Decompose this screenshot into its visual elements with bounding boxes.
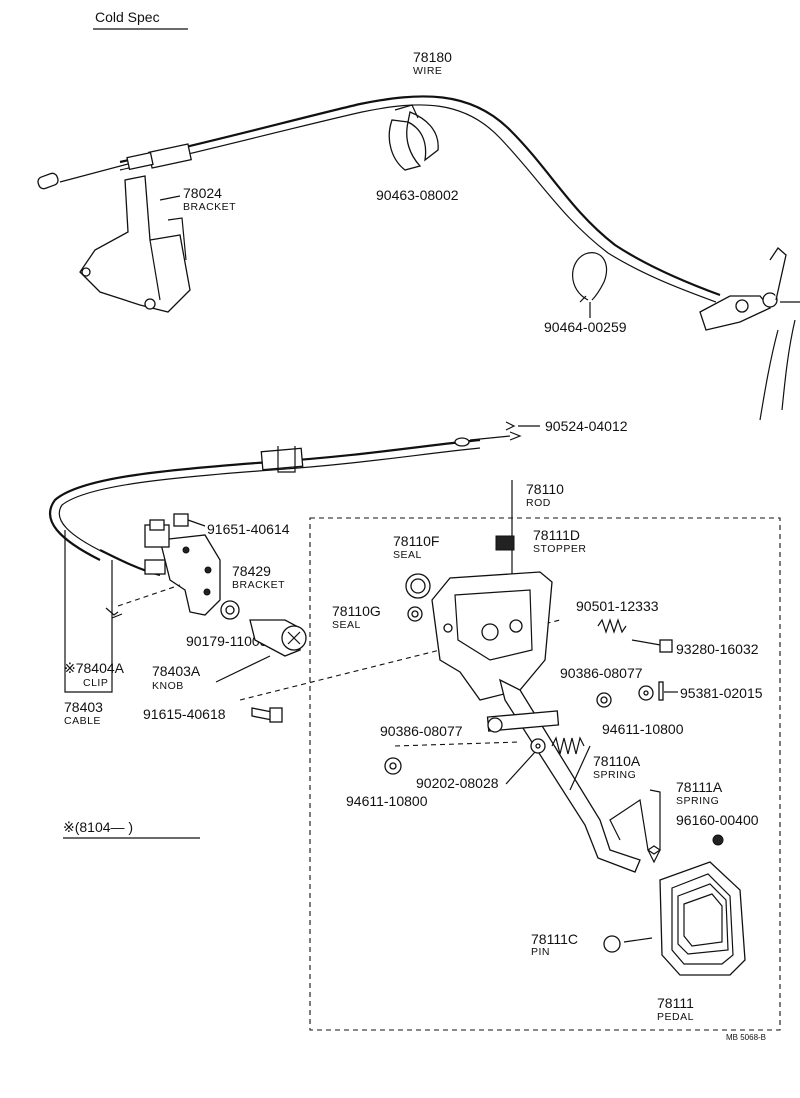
label-spring-78111a-number: 78111A xyxy=(676,779,723,795)
spring-90501-12333 xyxy=(597,618,627,634)
pedal-pad-78111 xyxy=(659,861,746,976)
wire-housing xyxy=(119,95,721,297)
label-seal-g-name: SEAL xyxy=(332,619,361,631)
label-pin-c-number: 78111C xyxy=(531,931,578,947)
label-clamp-number: 90463-08002 xyxy=(376,187,459,203)
spring-78111a xyxy=(609,789,662,864)
seal-78110f xyxy=(405,573,431,599)
label-pedal-number: 78111 xyxy=(657,995,694,1011)
label-nut-96160-number: 96160-00400 xyxy=(676,812,759,828)
pin-78111c xyxy=(603,935,653,953)
label-wire-name: WIRE xyxy=(413,65,442,77)
label-cable-number: 78403 xyxy=(64,699,103,715)
label-knob-number: 78403A xyxy=(152,663,201,679)
label-bushing-right-number: 90386-08077 xyxy=(560,665,643,681)
cable-housing-inner xyxy=(58,447,481,554)
ring-90464-00259 xyxy=(572,252,608,303)
label-knob-name: KNOB xyxy=(152,680,184,692)
footer-code: MB 5068-B xyxy=(726,1033,766,1042)
label-seal-f-name: SEAL xyxy=(393,549,422,561)
stopper-78111d xyxy=(495,535,515,551)
washer-94611-10800-left xyxy=(384,757,402,775)
label-rod-name: ROD xyxy=(526,497,551,509)
label-spring-90501-number: 90501-12333 xyxy=(576,598,659,614)
applicability-note: ※(8104— ) xyxy=(63,819,133,835)
label-bolt-91615-number: 91615-40618 xyxy=(143,706,226,722)
label-seal-f-number: 78110F xyxy=(393,533,439,549)
label-rod-number: 78110 xyxy=(526,481,564,497)
wire-housing-inner xyxy=(119,104,717,303)
label-bushing-left-number: 90386-08077 xyxy=(380,723,463,739)
cable-housing xyxy=(48,438,481,561)
lower-assembly: 90524-04012 91651-40614 78429 BRACKET 90… xyxy=(48,418,781,1031)
bracket-78024 xyxy=(79,175,191,313)
washer-90202-08028 xyxy=(530,738,546,754)
label-bracket-lower-number: 78429 xyxy=(232,563,271,579)
label-clip-end-number: 90524-04012 xyxy=(545,418,628,434)
header-title: Cold Spec xyxy=(95,9,160,25)
clip-90524-04012 xyxy=(505,421,540,431)
label-bracket-lower-name: BRACKET xyxy=(232,579,285,591)
label-washer-90202-number: 90202-08028 xyxy=(416,775,499,791)
label-spring-a-number: 78110A xyxy=(593,753,641,769)
label-wire-number: 78180 xyxy=(413,49,452,65)
label-clip-cable-number: ※78404A xyxy=(64,660,125,676)
label-washer-left-number: 94611-10800 xyxy=(346,793,428,809)
spring-78110a xyxy=(551,736,591,791)
pin-95381-02015 xyxy=(658,681,664,701)
bushing-90386-08077-right xyxy=(596,692,612,708)
bolt-91651-40614 xyxy=(173,513,206,527)
label-stopper-name: STOPPER xyxy=(533,543,587,555)
knob-78403a xyxy=(249,619,307,657)
label-ring-number: 90464-00259 xyxy=(544,319,627,335)
pedal-arm xyxy=(486,678,641,873)
clamp-90463-08002 xyxy=(388,104,439,171)
wire-end-fitting-left xyxy=(37,143,192,190)
label-cable-name: CABLE xyxy=(64,715,101,727)
label-nut-90179-number: 90179-11003 xyxy=(186,633,268,649)
clip-78404a xyxy=(105,607,123,619)
pedal-bracket-plate xyxy=(431,571,553,701)
label-bracket-upper-number: 78024 xyxy=(183,185,222,201)
label-pedal-name: PEDAL xyxy=(657,1011,694,1023)
label-pin-95381-number: 95381-02015 xyxy=(680,685,763,701)
label-spring-78111a-name: SPRING xyxy=(676,795,719,807)
header: Cold Spec xyxy=(93,9,188,30)
label-washer-right-number: 94611-10800 xyxy=(602,721,684,737)
label-bolt-91651-number: 91651-40614 xyxy=(207,521,290,537)
pedal-assembly-box xyxy=(309,517,781,1031)
upper-assembly: 78180 WIRE 78024 BRACKET 90463-08002 904… xyxy=(37,49,800,421)
label-clip-cable-name: CLIP xyxy=(83,677,108,689)
seal-78110g xyxy=(407,606,423,622)
label-seal-g-number: 78110G xyxy=(332,603,381,619)
nut-96160-00400 xyxy=(712,834,724,846)
bolt-91615-40618 xyxy=(251,707,283,723)
bracket-78429 xyxy=(144,519,221,616)
throttle-linkage xyxy=(699,247,800,421)
label-bracket-upper-name: BRACKET xyxy=(183,201,236,213)
cable-callout-bracket xyxy=(64,530,113,693)
washer-94611-10800-right xyxy=(638,685,654,701)
label-pin-c-name: PIN xyxy=(531,946,550,958)
label-spring-a-name: SPRING xyxy=(593,769,636,781)
nut-90179-11003 xyxy=(220,600,240,620)
label-stopper-number: 78111D xyxy=(533,527,580,543)
bolt-93280-16032 xyxy=(631,639,673,653)
label-bolt-93280-number: 93280-16032 xyxy=(676,641,759,657)
